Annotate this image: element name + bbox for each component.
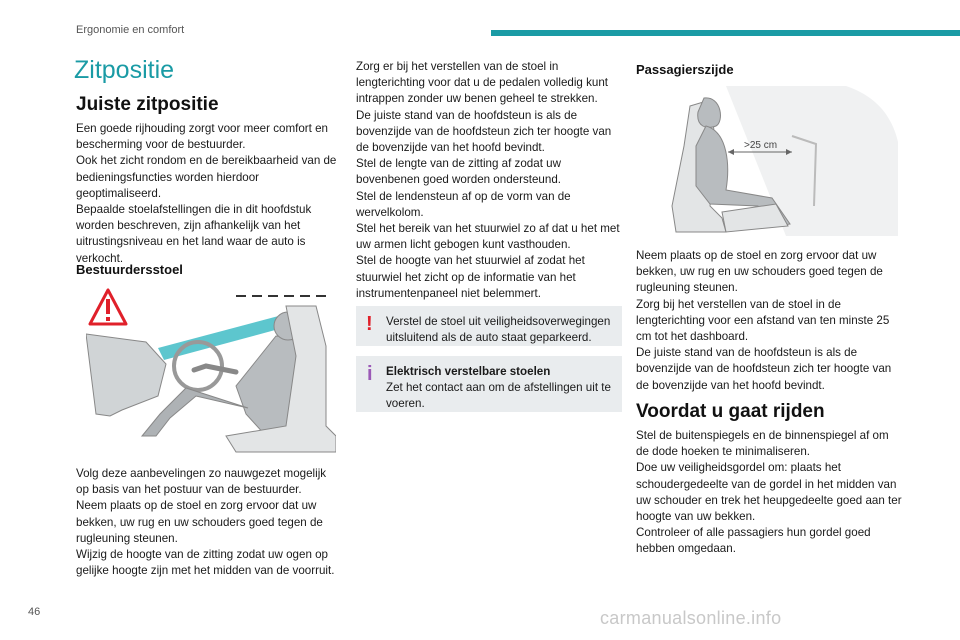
driver-paragraph-2: Neem plaats op de stoel en zorg ervoor d… xyxy=(76,499,323,545)
col2-paragraph-2: De juiste stand van de hoofdsteun is als… xyxy=(356,108,612,155)
passenger-body xyxy=(695,125,791,227)
sightline-beam xyxy=(158,314,290,360)
intro-paragraph-3: Bepaalde stoelafstellingen die in dit ho… xyxy=(76,203,312,265)
driver-arm xyxy=(191,363,239,375)
dashboard-outline xyxy=(791,135,818,207)
passenger-paragraph-3: De juiste stand van de hoofdsteun is als… xyxy=(636,346,892,392)
heading-passagierszijde: Passagierszijde xyxy=(636,62,734,77)
dashboard-shape xyxy=(86,333,167,417)
info-notice-title: Elektrisch verstelbare stoelen xyxy=(386,365,551,378)
before-paragraph-3: Controleer of alle passagiers hun gordel… xyxy=(636,526,871,556)
car-interior-background xyxy=(726,86,898,236)
driver-paragraph-3: Wijzig de hoogte van de zitting zodat uw… xyxy=(76,548,335,578)
before-paragraph-1: Stel de buitenspiegels en de binnenspieg… xyxy=(636,429,889,459)
distance-label: >25 cm xyxy=(744,140,777,151)
distance-arrow-right xyxy=(786,149,792,155)
warning-triangle-icon xyxy=(88,288,128,326)
section-label: Ergonomie en comfort xyxy=(76,24,185,36)
heading-juiste-zitpositie: Juiste zitpositie xyxy=(76,94,219,115)
intro-paragraph-2: Ook het zicht rondom en de bereikbaarhei… xyxy=(76,154,337,200)
passenger-paragraph-1: Neem plaats op de stoel en zorg ervoor d… xyxy=(636,249,883,295)
warning-notice: ! Verstel de stoel uit veiligheidsoverwe… xyxy=(356,306,622,346)
driver-text: Volg deze aanbevelingen zo nauwgezet mog… xyxy=(76,466,342,579)
passenger-text: Neem plaats op de stoel en zorg ervoor d… xyxy=(636,248,902,394)
steering-wheel xyxy=(172,340,224,392)
page-number: 46 xyxy=(28,606,41,618)
col2-paragraph-4: Stel de lendensteun af op de vorm van de… xyxy=(356,189,571,219)
driver-legs xyxy=(140,387,249,437)
passenger-paragraph-2: Zorg bij het verstellen van de stoel in … xyxy=(636,297,890,344)
driver-seat-illustration xyxy=(86,288,336,453)
passenger-seat-cushion xyxy=(721,203,789,233)
watermark: carmanualsonline.info xyxy=(600,608,782,628)
passenger-head xyxy=(697,97,721,128)
intro-paragraph-1: Een goede rijhouding zorgt voor meer com… xyxy=(76,122,328,152)
exclamation-icon: ! xyxy=(366,313,373,335)
col2-paragraph-1: Zorg er bij het verstellen van de stoel … xyxy=(356,60,609,106)
warning-notice-text: Verstel de stoel uit veiligheidsoverwegi… xyxy=(386,315,611,345)
seat-adjustment-text: Zorg er bij het verstellen van de stoel … xyxy=(356,59,622,302)
passenger-seat-illustration: >25 cm xyxy=(671,86,898,236)
col2-paragraph-5: Stel het bereik van het stuurwiel zo af … xyxy=(356,222,620,252)
header-accent-bar xyxy=(491,30,960,36)
info-icon: i xyxy=(367,363,373,385)
page-title: Zitpositie xyxy=(74,56,175,84)
heading-voordat-u-gaat-rijden: Voordat u gaat rijden xyxy=(636,401,825,422)
driver-seat xyxy=(225,305,336,453)
heading-bestuurdersstoel: Bestuurdersstoel xyxy=(76,262,183,277)
info-notice: i Elektrisch verstelbare stoelen Zet het… xyxy=(356,356,622,412)
intro-text: Een goede rijhouding zorgt voor meer com… xyxy=(76,121,342,267)
before-paragraph-2: Doe uw veiligheidsgordel om: plaats het … xyxy=(636,461,902,524)
col2-paragraph-6: Stel de hoogte van het stuurwiel af zoda… xyxy=(356,254,585,300)
distance-arrow-left xyxy=(728,149,734,155)
driver-paragraph-1: Volg deze aanbevelingen zo nauwgezet mog… xyxy=(76,467,327,497)
before-driving-text: Stel de buitenspiegels en de binnenspieg… xyxy=(636,428,902,558)
info-notice-text: Zet het contact aan om de afstellingen u… xyxy=(386,381,611,411)
col2-paragraph-3: Stel de lengte van de zitting af zodat u… xyxy=(356,157,561,187)
